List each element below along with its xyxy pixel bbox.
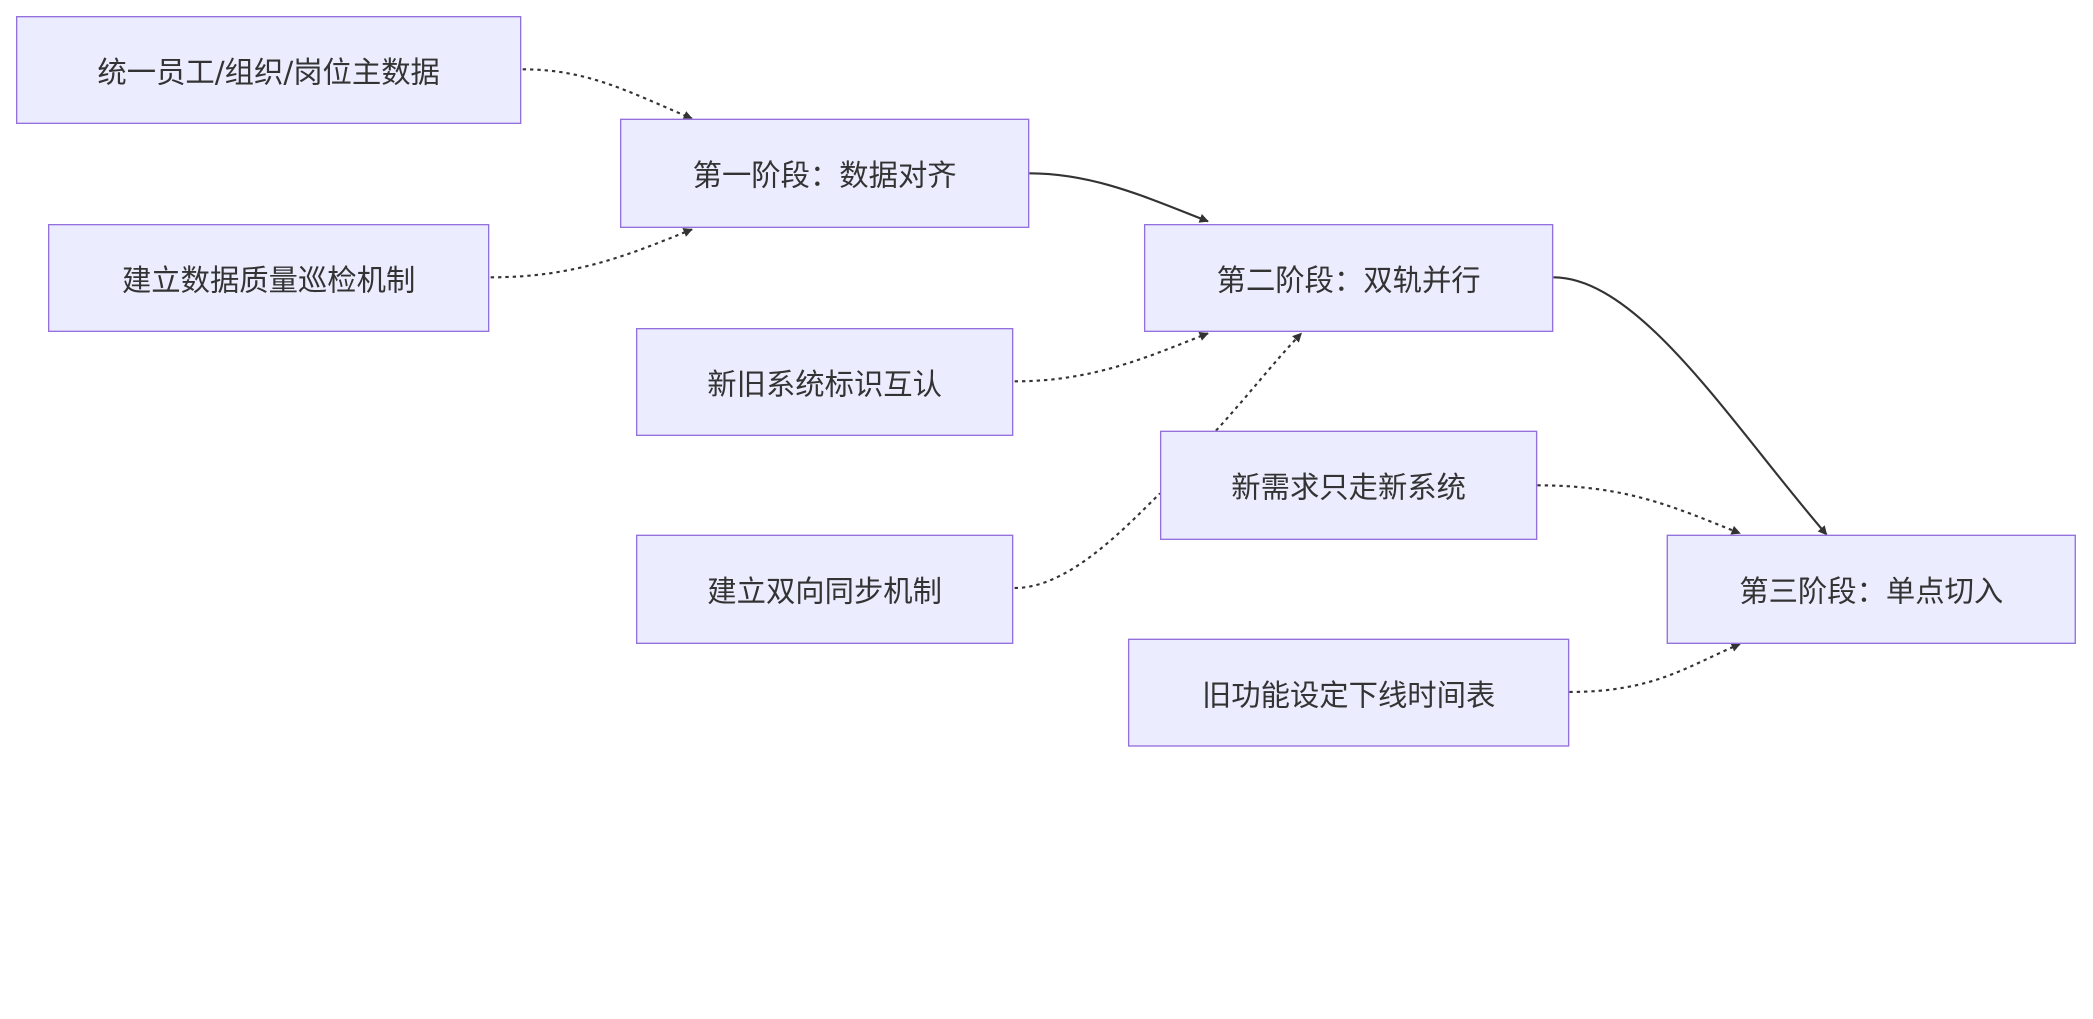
edge-phase1-to-phase2 <box>1029 172 1209 223</box>
node-identify: 新旧系统标识互认 <box>635 327 1014 436</box>
node-phase2: 第二阶段：双轨并行 <box>1143 223 1554 332</box>
node-quality: 建立数据质量巡检机制 <box>47 223 490 332</box>
edge-identify-to-phase2 <box>1014 332 1209 383</box>
edge-layer <box>490 68 1828 694</box>
node-phase3: 第三阶段：单点切入 <box>1666 534 2076 644</box>
node-offline: 旧功能设定下线时间表 <box>1127 638 1570 747</box>
edge-newreq-to-phase3 <box>1537 484 1741 535</box>
node-newreq: 新需求只走新系统 <box>1159 430 1538 540</box>
edge-quality-to-phase1 <box>490 228 693 279</box>
edge-masterdata-to-phase1 <box>522 68 693 120</box>
edge-phase2-to-phase3 <box>1553 276 1828 536</box>
edge-offline-to-phase3 <box>1569 642 1741 694</box>
node-sync: 建立双向同步机制 <box>635 534 1014 644</box>
edge-sync-to-phase2 <box>1014 333 1302 590</box>
node-masterdata: 统一员工/组织/岗位主数据 <box>15 15 522 124</box>
node-phase1: 第一阶段：数据对齐 <box>619 118 1030 228</box>
